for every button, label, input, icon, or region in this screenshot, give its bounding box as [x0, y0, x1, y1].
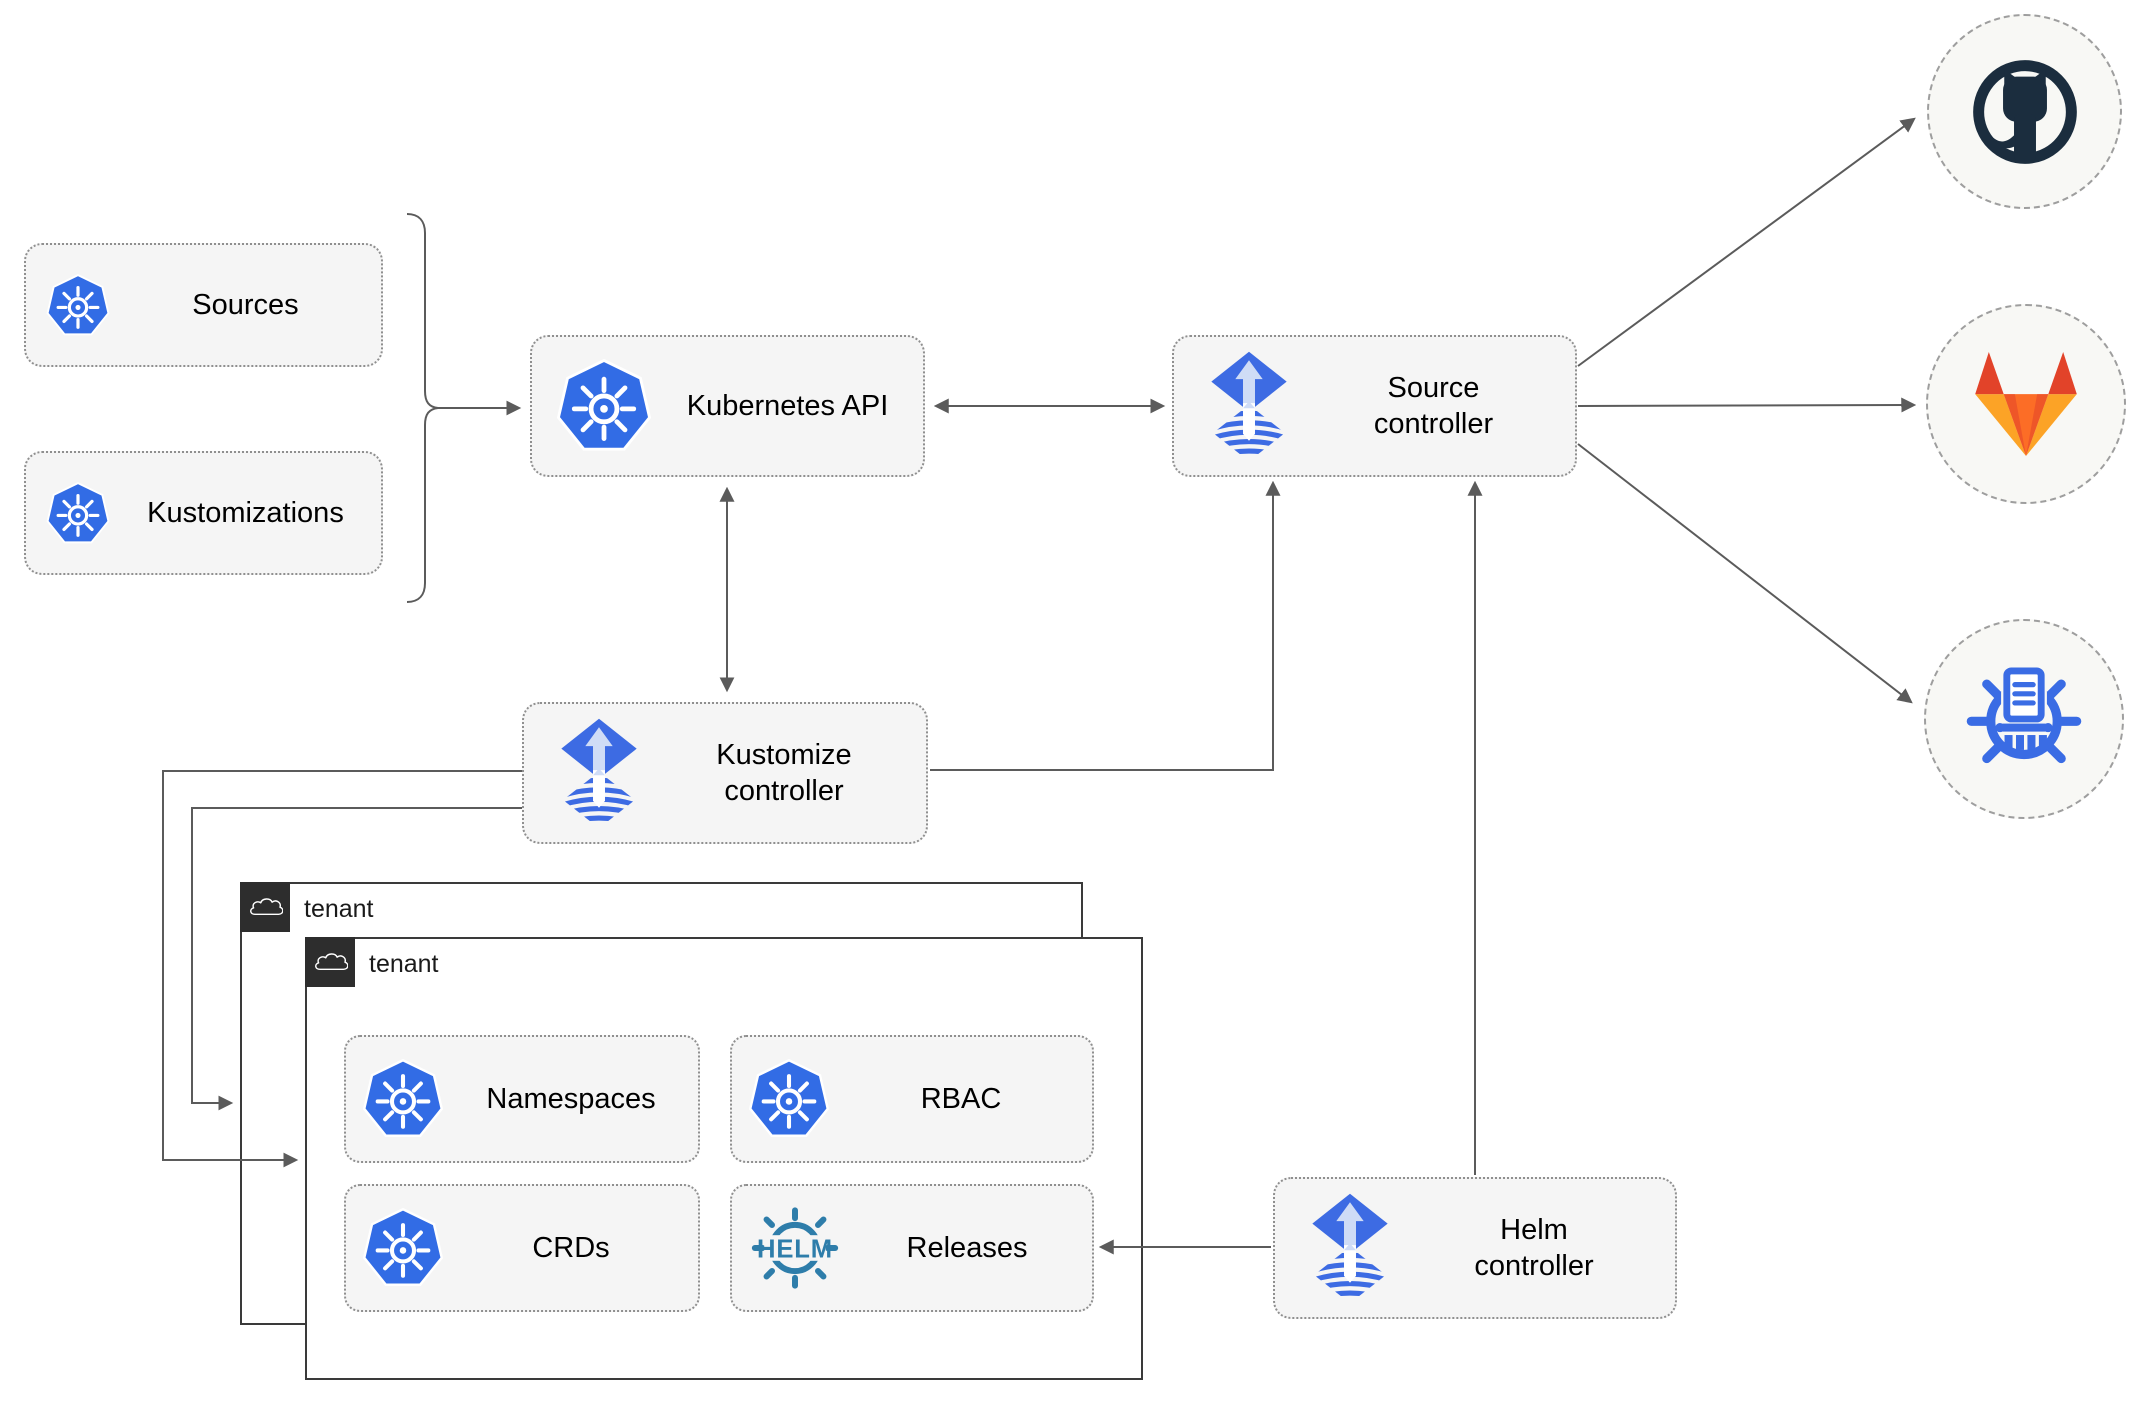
node-namespaces: Namespaces	[344, 1035, 700, 1163]
edge-source-controller-helm-repository	[1577, 443, 1913, 704]
chartmuseum-icon	[1966, 666, 2082, 764]
node-crds: CRDs	[344, 1184, 700, 1312]
node-helm-controller: Helm controller	[1273, 1177, 1677, 1319]
kubernetes-icon	[362, 1059, 444, 1139]
node-kubernetes-api: Kubernetes API	[530, 335, 925, 477]
tenant-front-label: tenant	[369, 950, 439, 978]
node-source-controller: Source controller	[1172, 335, 1577, 477]
helm-logo-icon: HELM	[751, 1207, 839, 1289]
node-namespaces-label: Namespaces	[486, 1082, 656, 1115]
bracket-sources-group	[406, 213, 439, 603]
flux-icon	[1307, 1192, 1393, 1305]
node-sources: Sources	[24, 243, 383, 367]
kubernetes-icon	[748, 1059, 830, 1139]
kubernetes-icon	[362, 1208, 444, 1288]
tenant-front-container: tenant Namespaces RBAC CRDs	[305, 937, 1143, 1380]
edge-kustomize-controller-source-controller	[930, 480, 1281, 771]
tenant-back-label: tenant	[304, 895, 374, 923]
remote-gitlab-circle	[1926, 304, 2126, 504]
edge-source-controller-github	[1577, 117, 1916, 367]
tenant-tab	[305, 937, 355, 987]
kubernetes-icon	[46, 274, 110, 337]
cloud-icon	[312, 950, 348, 975]
kubernetes-icon	[46, 482, 110, 545]
node-source-controller-label: Source controller	[1373, 371, 1494, 440]
helm-logo-text: HELM	[757, 1235, 833, 1263]
node-releases-label: Releases	[906, 1231, 1028, 1264]
node-rbac-label: RBAC	[920, 1082, 1002, 1115]
node-rbac: RBAC	[730, 1035, 1094, 1163]
remote-github-circle	[1927, 14, 2122, 209]
flux-icon	[556, 717, 642, 830]
node-crds-label: CRDs	[532, 1231, 610, 1264]
remote-helm-repository-circle	[1924, 619, 2124, 819]
tenant-tab	[240, 882, 290, 932]
gitlab-icon	[1975, 351, 2077, 457]
node-kustomize-controller: Kustomize controller	[522, 702, 928, 844]
edge-source-controller-gitlab	[1577, 397, 1917, 413]
cloud-icon	[247, 895, 283, 920]
node-kustomize-controller-label: Kustomize controller	[716, 738, 852, 807]
node-kustomizations-label: Kustomizations	[147, 496, 344, 529]
node-sources-label: Sources	[192, 288, 299, 321]
kubernetes-icon	[556, 359, 652, 453]
node-kubernetes-api-label: Kubernetes API	[686, 389, 889, 422]
flux-icon	[1206, 350, 1292, 463]
node-helm-controller-label: Helm controller	[1474, 1213, 1594, 1282]
node-kustomizations: Kustomizations	[24, 451, 383, 575]
node-releases: HELM Releases	[730, 1184, 1094, 1312]
github-icon	[1972, 59, 2077, 164]
